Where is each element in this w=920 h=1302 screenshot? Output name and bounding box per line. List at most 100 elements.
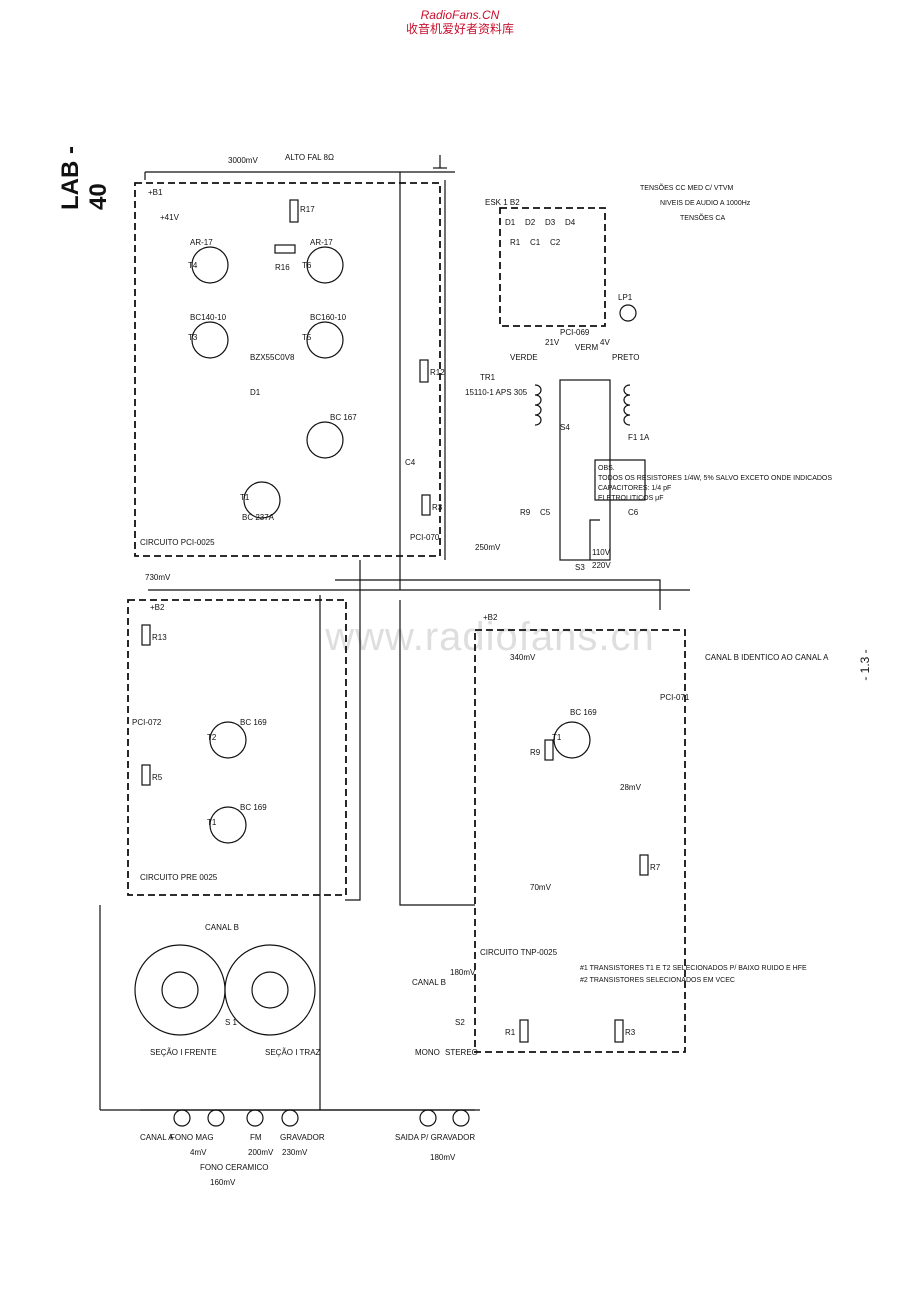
selector-switch-label: S 1 [225, 1018, 238, 1027]
jack-fono-mag [173, 1109, 191, 1127]
t1-power-label: T1 [240, 493, 250, 502]
transistor-t7-power [306, 421, 344, 459]
psu-c6-label: C6 [628, 508, 639, 517]
psu-board-id: PCI-069 [560, 328, 590, 337]
output-saida-label: SAIDA P/ GRAVADOR [395, 1133, 475, 1142]
transistor-t5-power [306, 321, 344, 359]
transistor-t3-power [191, 321, 229, 359]
psu-board [499, 207, 606, 327]
notes-obs: OBS. [598, 465, 615, 472]
t7-power-type: BC 167 [330, 413, 357, 422]
psu-verm-label: VERM [575, 343, 598, 352]
switch-s2-label: S2 [455, 1018, 465, 1027]
jack-fm [246, 1109, 264, 1127]
tone-vcc-label: +B2 [483, 613, 498, 622]
psu-d2-label: D2 [525, 218, 536, 227]
t6-power-label: T6 [302, 261, 312, 270]
jack-saida-a [419, 1109, 437, 1127]
psu-110v-label: 110V [592, 548, 611, 557]
transistor-t4-power [191, 246, 229, 284]
level-250-label: 250mV [475, 543, 501, 552]
preamp-vcc-label: +B2 [150, 603, 165, 612]
tone-board-label: CIRCUITO TNP-0025 [480, 948, 558, 957]
psu-r1-label: R1 [510, 238, 521, 247]
legend-audio-label: NIVEIS DE AUDIO A 1000Hz [660, 200, 751, 207]
psu-esk-label: ESK 1 B2 [485, 198, 520, 207]
bus-to-tone [335, 579, 661, 610]
pilot-lamp-lp1 [619, 304, 637, 322]
mono-label: MONO [415, 1048, 440, 1057]
level-230-label: 230mV [282, 1148, 308, 1157]
legend-dc-label: TENSÕES CC MED C/ VTVM [640, 183, 734, 192]
r3-power-label: R3 [432, 503, 443, 512]
jack-fono-cer [207, 1109, 225, 1127]
page-header: RadioFans.CN 收音机爱好者资料库 [0, 8, 920, 36]
selector-rear-label: SEÇÃO I TRAZ [265, 1048, 321, 1057]
v41-label: +41V [160, 213, 180, 222]
tone-board [474, 629, 686, 1053]
r12-power-label: R12 [430, 368, 445, 377]
jack-gravador [281, 1109, 299, 1127]
footnote-1: #1 TRANSISTORES T1 E T2 SELECIONADOS P/ … [580, 965, 807, 972]
level-180b-label: 180mV [430, 1153, 456, 1162]
notes-line1: TODOS OS RESISTORES 1/4W, 5% SALVO EXCET… [598, 475, 832, 482]
r9-tone-label: R9 [530, 748, 541, 757]
psu-r9-label: R9 [520, 508, 531, 517]
selector-rear-wafer [224, 944, 316, 1036]
header-subtitle: 收音机爱好者资料库 [405, 22, 514, 36]
selector-front-rotor [161, 971, 199, 1009]
resistor-r3-power [421, 494, 431, 516]
level-730-label: 730mV [145, 573, 171, 582]
preamp-board-label: CIRCUITO PRE 0025 [140, 873, 218, 882]
r13-preamp-label: R13 [152, 633, 167, 642]
t5-power-type: BC160-10 [310, 313, 347, 322]
psu-f1-label: F1 1A [628, 433, 650, 442]
psu-preto-label: PRETO [612, 353, 639, 362]
transformer-primary [534, 384, 542, 426]
selector-front-label: SEÇÃO I FRENTE [150, 1048, 217, 1057]
t5-power-label: T5 [302, 333, 312, 342]
t2-preamp-label: T2 [207, 733, 217, 742]
resistor-r17-power [289, 199, 299, 223]
psu-feed [589, 519, 600, 560]
input-fono-cer-label: FONO CERAMICO [200, 1163, 268, 1172]
level-70-label: 70mV [530, 883, 552, 892]
brand-link[interactable]: RadioFans.CN [420, 8, 500, 22]
channel-b-note: CANAL B IDENTICO AO CANAL A [705, 653, 829, 662]
psu-tr1-type: 15110-1 APS 305 [465, 388, 528, 397]
preamp-board-id: PCI-072 [132, 718, 162, 727]
transistor-t1-power [243, 481, 281, 519]
t4-power-type: AR-17 [190, 238, 213, 247]
t6-power-type: AR-17 [310, 238, 333, 247]
input-fm-label: FM [250, 1133, 262, 1142]
r16-power-label: R16 [275, 263, 290, 272]
main-bus [345, 560, 361, 901]
notes-line3: ELETROLITICOS μF [598, 495, 664, 502]
ground-symbol [433, 155, 447, 169]
level-21v-label: 21V [545, 338, 560, 347]
transistor-t2-preamp [209, 721, 247, 759]
level-340-label: 340mV [510, 653, 536, 662]
input-fono-mag-label: FONO MAG [170, 1133, 214, 1142]
tone-link [399, 600, 475, 906]
output-canal-b-label: CANAL B [412, 978, 446, 987]
transformer-secondary [623, 384, 631, 426]
t4-power-label: T4 [188, 261, 198, 270]
psu-220v-label: 220V [592, 561, 611, 570]
resistor-r16-power [274, 244, 296, 254]
psu-c1-label: C1 [530, 238, 541, 247]
d1-label: D1 [250, 388, 261, 397]
speaker-label: ALTO FAL 8Ω [285, 153, 334, 162]
watermark: www.radiofans.cn [325, 615, 655, 659]
t1-preamp-label: T1 [207, 818, 217, 827]
stereo-label: STEREO [445, 1048, 478, 1057]
resistor-r7-tone [639, 854, 649, 876]
input-canal-a-label: CANAL A [140, 1133, 174, 1142]
c4-power-label: C4 [405, 458, 416, 467]
psu-d3-label: D3 [545, 218, 556, 227]
r3-tone-label: R3 [625, 1028, 636, 1037]
notes-line2: CAPACITORES: 1/4 pF [598, 485, 671, 492]
level-160-label: 160mV [210, 1178, 236, 1187]
selector-canal-b-label: CANAL B [205, 923, 239, 932]
